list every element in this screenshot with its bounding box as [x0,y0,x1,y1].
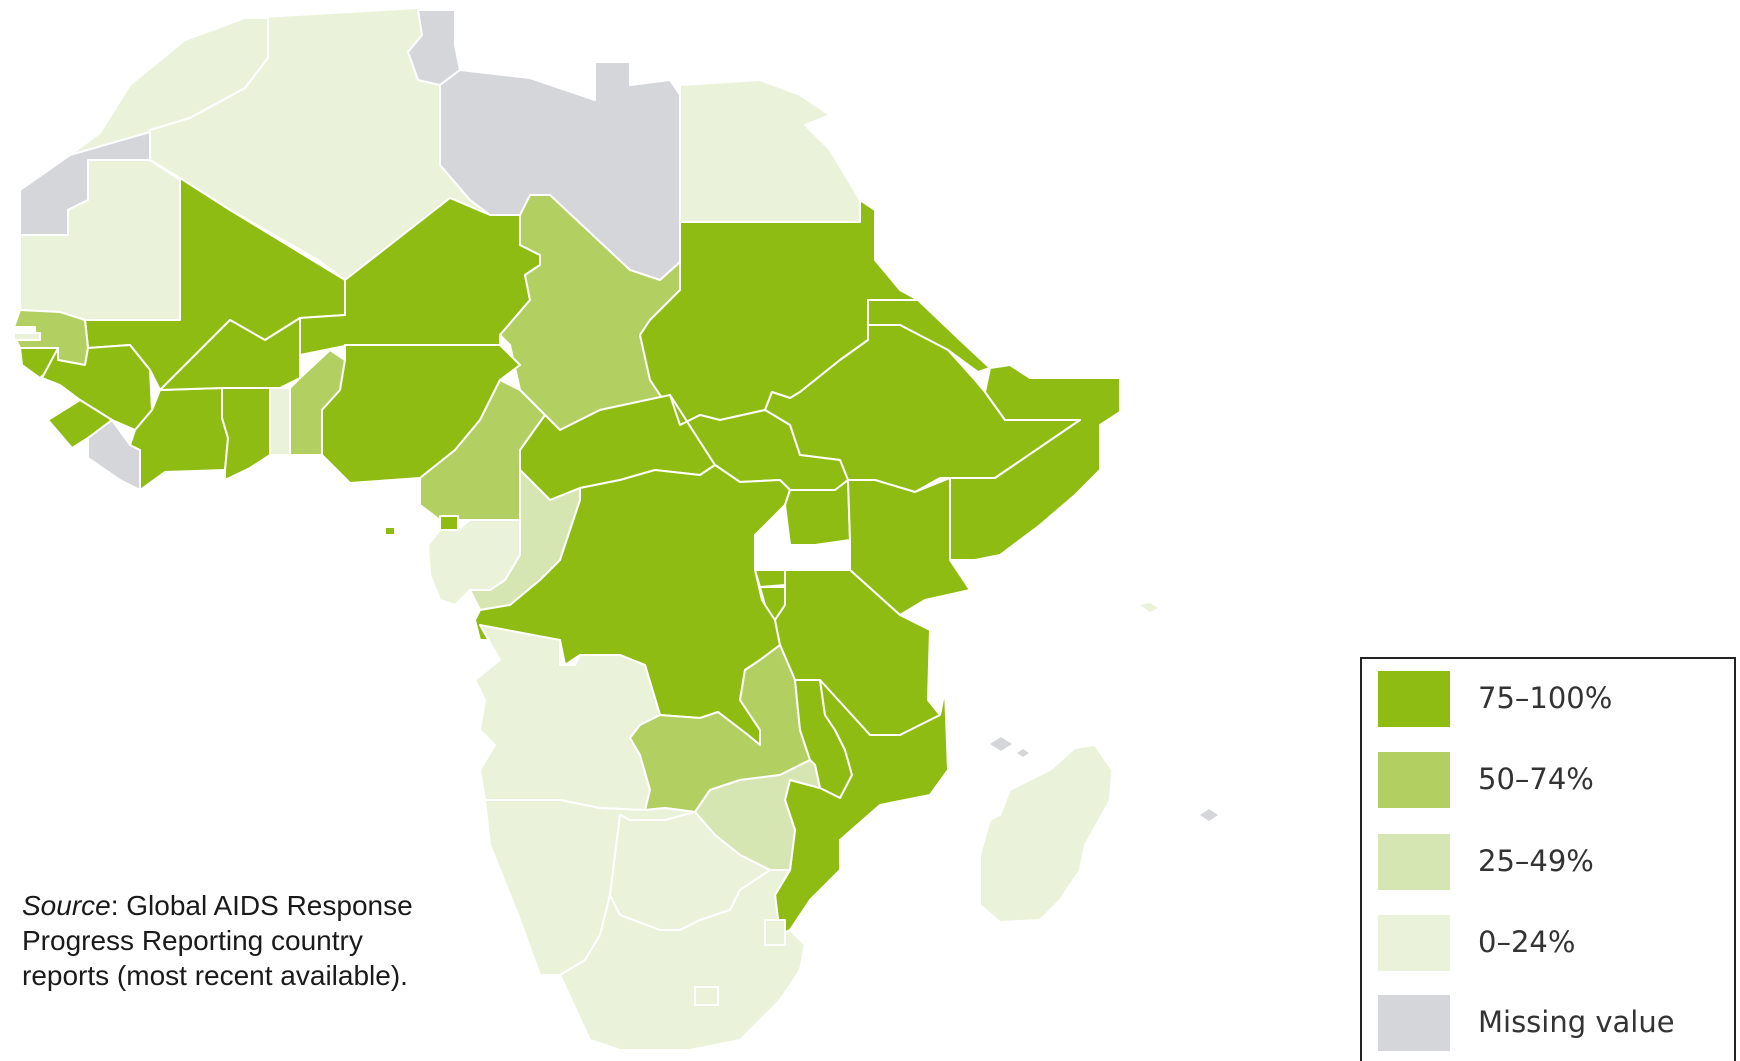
legend-label-0-24: 0–24% [1478,925,1576,959]
country-egypt [679,79,861,223]
country-ghana [221,387,271,481]
country-comoros [990,737,1012,751]
legend-label-50-74: 50–74% [1478,762,1594,796]
legend-item-missing: Missing value [1378,995,1728,1051]
country-somalia [949,364,1121,561]
legend-swatch-25-49 [1378,834,1450,890]
legend-label-75-100: 75–100% [1478,681,1613,715]
country-kenya [847,477,971,616]
legend-item-75-100: 75–100% [1378,671,1728,727]
source-text: : Global AIDS Response Progress Reportin… [22,890,413,991]
legend-label-missing: Missing value [1478,1005,1675,1039]
source-note: Source: Global AIDS Response Progress Re… [22,888,452,993]
country-south-africa [559,869,806,1051]
legend-swatch-75-100 [1378,671,1450,727]
legend-swatch-missing [1378,995,1450,1051]
country-madagascar [979,744,1113,923]
country-gambia [13,332,41,341]
country-lesotho [694,986,719,1006]
legend-item-0-24: 0–24% [1378,915,1728,971]
map-legend: 75–100% 50–74% 25–49% 0–24% Missing valu… [1360,657,1736,1061]
country-comoros-islet [1017,749,1029,757]
country-uganda [784,479,851,546]
legend-label-25-49: 25–49% [1478,844,1594,878]
legend-swatch-50-74 [1378,752,1450,808]
legend-item-50-74: 50–74% [1378,752,1728,808]
country-sao-tome [384,526,396,536]
country-mauritius [1200,809,1218,821]
source-label: Source [22,890,111,921]
legend-swatch-0-24 [1378,915,1450,971]
legend-item-25-49: 25–49% [1378,834,1728,890]
country-equatorial-guinea [439,515,459,531]
country-seychelles [1140,603,1158,612]
country-togo [269,387,291,456]
country-swaziland [764,919,786,946]
country-rwanda [754,569,786,588]
